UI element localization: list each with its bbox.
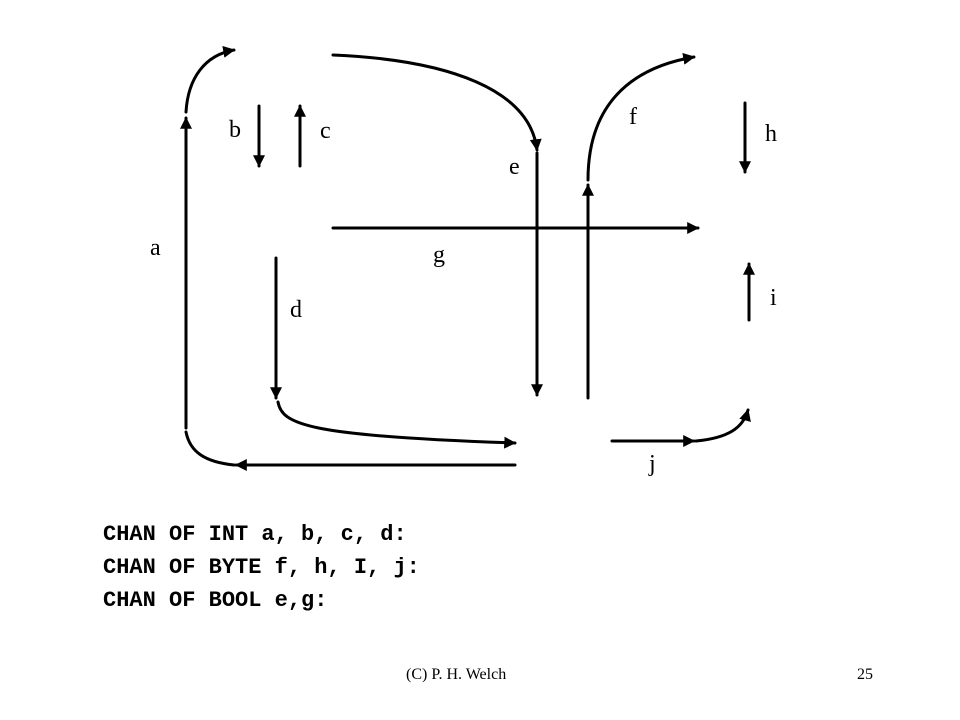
channel-label-a: a (150, 235, 161, 261)
channel-label-j: j (648, 451, 656, 477)
channel-label-d: d (290, 297, 302, 323)
channel-label-i: i (770, 285, 777, 311)
channel-a-bottom-curve (184, 430, 236, 467)
footer-page-number: 25 (857, 666, 873, 683)
channel-label-h: h (765, 121, 777, 147)
channel-f-curve (586, 52, 696, 182)
footer-author: (C) P. H. Welch (406, 666, 507, 683)
channel-label-c: c (320, 118, 331, 144)
channel-label-e: e (509, 154, 520, 180)
channel-label-g: g (433, 242, 445, 268)
code-line-byte: CHAN OF BYTE f, h, I, j: (103, 555, 420, 580)
code-line-bool: CHAN OF BOOL e,g: (103, 588, 328, 613)
channel-e-top-curve (331, 53, 542, 152)
channel-d-curve (276, 400, 517, 449)
code-line-int: CHAN OF INT a, b, c, d: (103, 522, 407, 547)
channel-label-b: b (229, 117, 241, 143)
channel-a-top-curve (184, 45, 236, 114)
channel-j-curve (694, 408, 751, 443)
channel-label-f: f (629, 104, 637, 130)
